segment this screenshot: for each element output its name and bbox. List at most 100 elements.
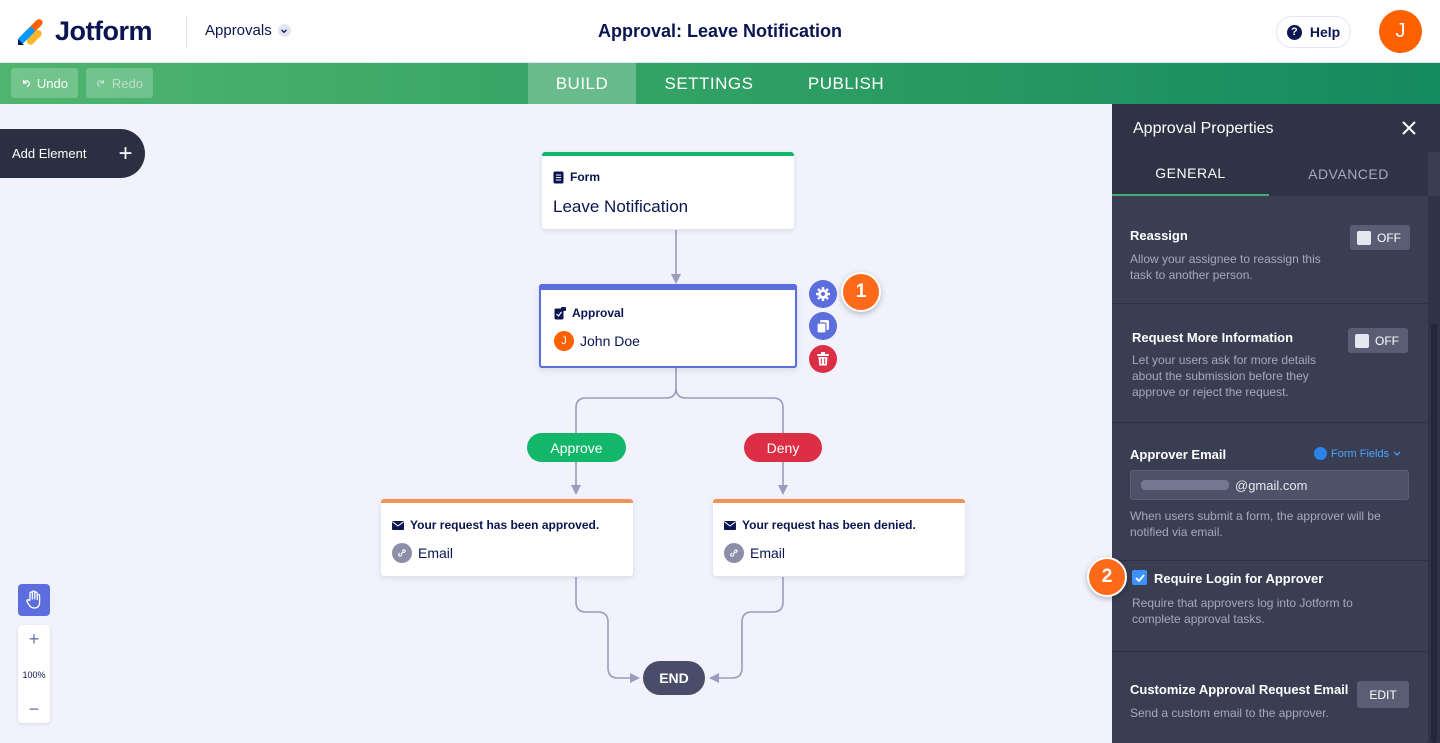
require-login-title: Require Login for Approver [1154,571,1324,586]
builder-toolbar: Undo Redo BUILD SETTINGS PUBLISH [0,63,1440,104]
require-login-section: Require Login for Approver Require that … [1112,561,1428,652]
panel-header: Approval Properties [1112,104,1440,152]
duplicate-icon [816,320,829,333]
request-more-info-desc: Let your users ask for more details abou… [1132,353,1317,399]
toggle-knob [1355,333,1369,348]
form-icon [553,171,564,183]
denied-email-label: Your request has been denied. [742,518,916,532]
approval-assignee: J John Doe [554,331,640,351]
form-fields-icon [1314,447,1327,460]
help-label: Help [1309,24,1341,40]
gear-icon [816,287,830,301]
approved-email-header: Your request has been approved. [392,518,599,532]
request-more-info-toggle[interactable]: OFF [1348,328,1408,353]
undo-label: Undo [36,75,68,91]
add-element-button[interactable]: Add Element + [0,129,145,178]
step-badge-2: 2 [1087,557,1127,597]
app-switcher-label: Approvals [205,22,272,39]
denied-email-value-row: Email [724,543,785,563]
customize-email-section: Customize Approval Request Email Send a … [1112,652,1428,743]
approver-email-input[interactable]: @gmail.com [1130,470,1409,500]
zoom-out-button[interactable]: − [28,699,40,719]
app-switcher[interactable]: Approvals [205,22,291,39]
require-login-desc: Require that approvers log into Jotform … [1132,596,1353,626]
hand-icon [26,590,41,609]
redo-button[interactable]: Redo [86,68,153,98]
add-element-label: Add Element [12,146,87,161]
deny-branch-label[interactable]: Deny [744,433,822,462]
tab-settings[interactable]: SETTINGS [664,73,754,93]
denied-email-header: Your request has been denied. [724,518,916,532]
approval-icon [554,306,566,319]
jotform-logo[interactable]: Jotform [16,16,153,47]
zoom-level: 100% [22,670,46,680]
approver-email-value: @gmail.com [1235,477,1308,493]
approver-email-title: Approver Email [1130,447,1227,462]
approved-email-label: Your request has been approved. [410,518,600,532]
approve-branch-label[interactable]: Approve [527,433,626,462]
reassign-section: Reassign Allow your assignee to reassign… [1112,196,1428,304]
request-more-info-title: Request More Information [1132,330,1294,345]
flow-connectors [571,230,788,683]
approval-duplicate-button[interactable] [809,312,837,340]
tab-build[interactable]: BUILD [528,63,636,104]
top-header: Jotform Approvals Approval: Leave Notifi… [0,0,1440,63]
denied-email-node[interactable]: Your request has been denied. Email [713,499,965,576]
tab-publish[interactable]: PUBLISH [807,73,885,93]
undo-button[interactable]: Undo [11,68,78,98]
approval-node-accent [539,284,797,290]
brand-name: Jotform [55,16,153,46]
denied-email-value: Email [750,545,786,561]
reassign-toggle-label: OFF [1377,230,1401,245]
approval-node-header: Approval [554,306,624,320]
panel-scrollbar-thumb[interactable] [1431,324,1437,743]
approval-delete-button[interactable] [809,345,837,373]
panel-title: Approval Properties [1133,120,1274,137]
envelope-icon [392,520,404,530]
denied-email-accent [713,499,965,503]
envelope-icon [724,520,736,530]
chevron-down-icon [1393,451,1401,456]
plus-icon: + [118,139,133,167]
close-icon[interactable] [1399,118,1419,138]
help-icon: ? [1286,24,1302,40]
header-divider [186,16,187,48]
zoom-in-button[interactable]: + [28,629,40,649]
user-avatar[interactable]: J [1379,10,1422,53]
form-fields-dropdown[interactable]: Form Fields [1314,447,1401,460]
undo-icon [22,79,30,87]
edit-email-button[interactable]: EDIT [1357,681,1409,708]
approval-settings-button[interactable] [809,280,837,308]
reassign-desc: Allow your assignee to reassign this tas… [1130,252,1321,282]
redo-label: Redo [111,75,143,91]
approved-email-value: Email [418,545,454,561]
form-node-label: Form [570,170,600,184]
jotform-logo-icon [18,18,43,45]
form-node-header: Form [553,170,600,184]
approver-email-desc: When users submit a form, the approver w… [1130,509,1381,539]
help-button[interactable]: ? Help [1276,16,1351,48]
end-node[interactable]: END [643,661,705,695]
reassign-title: Reassign [1130,228,1188,243]
assignee-avatar: J [554,331,574,351]
redacted-email-prefix [1141,480,1229,490]
customize-email-title: Customize Approval Request Email [1130,682,1349,697]
form-node[interactable]: Form Leave Notification [542,152,794,229]
request-more-info-section: Request More Information Let your users … [1112,304,1428,423]
panel-scrollbar[interactable] [1428,196,1440,743]
reassign-toggle[interactable]: OFF [1350,225,1410,250]
tab-advanced[interactable]: ADVANCED [1269,152,1428,196]
link-icon [724,543,744,563]
approved-email-node[interactable]: Your request has been approved. Email [381,499,633,576]
assignee-name: John Doe [580,333,640,349]
pan-tool-button[interactable] [18,584,50,616]
redo-icon [96,79,105,87]
approval-node-label: Approval [572,306,625,320]
form-fields-label: Form Fields [1331,447,1390,460]
approval-node[interactable]: Approval J John Doe [539,284,797,368]
tab-general[interactable]: GENERAL [1112,152,1269,196]
approval-properties-panel: Approval Properties GENERAL ADVANCED Rea… [1112,104,1440,743]
trash-icon [817,352,829,366]
require-login-checkbox[interactable] [1132,570,1147,585]
form-node-accent [542,152,794,156]
